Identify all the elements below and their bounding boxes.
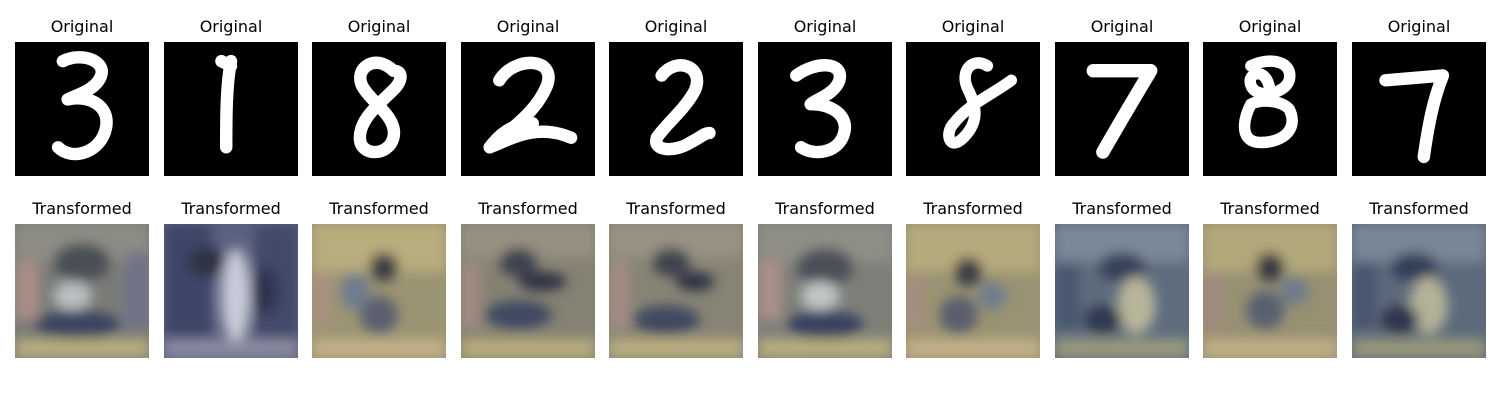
transformed-image bbox=[164, 224, 298, 358]
digit-8-image bbox=[312, 42, 446, 176]
panel-title: Original bbox=[1387, 17, 1451, 36]
panel-title: Original bbox=[496, 17, 560, 36]
panel-title: Original bbox=[1090, 17, 1154, 36]
panel-title: Original bbox=[50, 17, 114, 36]
digit-3-image bbox=[758, 42, 892, 176]
panel-title: Transformed bbox=[626, 199, 726, 218]
panel-title: Transformed bbox=[32, 199, 132, 218]
panel-transformed-8: Transformed bbox=[1055, 196, 1189, 358]
transformed-image bbox=[1352, 224, 1486, 358]
digit-2-image bbox=[461, 42, 595, 176]
panel-title: Original bbox=[1238, 17, 1302, 36]
panel-original-7: Original bbox=[906, 14, 1040, 176]
transformed-image bbox=[1203, 224, 1337, 358]
transformed-image bbox=[609, 224, 743, 358]
panel-transformed-3: Transformed bbox=[312, 196, 446, 358]
panel-transformed-9: Transformed bbox=[1203, 196, 1337, 358]
panel-title: Transformed bbox=[478, 199, 578, 218]
panel-title: Transformed bbox=[1072, 199, 1172, 218]
panel-title: Transformed bbox=[775, 199, 875, 218]
panel-title: Transformed bbox=[923, 199, 1023, 218]
transformed-row: Transformed Transformed bbox=[0, 196, 1500, 358]
panel-transformed-5: Transformed bbox=[609, 196, 743, 358]
panel-transformed-7: Transformed bbox=[906, 196, 1040, 358]
transformed-image bbox=[906, 224, 1040, 358]
panel-transformed-6: Transformed bbox=[758, 196, 892, 358]
panel-original-2: Original bbox=[164, 14, 298, 176]
panel-original-10: Original bbox=[1352, 14, 1486, 176]
transformed-image bbox=[1055, 224, 1189, 358]
panel-original-9: Original bbox=[1203, 14, 1337, 176]
panel-title: Original bbox=[644, 17, 708, 36]
panel-original-3: Original bbox=[312, 14, 446, 176]
transformed-image bbox=[15, 224, 149, 358]
panel-title: Transformed bbox=[1369, 199, 1469, 218]
panel-original-6: Original bbox=[758, 14, 892, 176]
transformed-image bbox=[758, 224, 892, 358]
digit-1-image bbox=[164, 42, 298, 176]
panel-transformed-10: Transformed bbox=[1352, 196, 1486, 358]
original-row: Original Original Original Original bbox=[0, 14, 1500, 176]
panel-title: Original bbox=[793, 17, 857, 36]
panel-original-1: Original bbox=[15, 14, 149, 176]
transformed-image bbox=[461, 224, 595, 358]
transformed-image bbox=[312, 224, 446, 358]
panel-original-5: Original bbox=[609, 14, 743, 176]
panel-transformed-1: Transformed bbox=[15, 196, 149, 358]
panel-title: Original bbox=[941, 17, 1005, 36]
digit-7-image bbox=[1352, 42, 1486, 176]
digit-8-image bbox=[1203, 42, 1337, 176]
panel-original-8: Original bbox=[1055, 14, 1189, 176]
digit-7-image bbox=[1055, 42, 1189, 176]
panel-title: Transformed bbox=[181, 199, 281, 218]
panel-title: Original bbox=[347, 17, 411, 36]
digit-2-image bbox=[609, 42, 743, 176]
panel-title: Transformed bbox=[1220, 199, 1320, 218]
panel-transformed-2: Transformed bbox=[164, 196, 298, 358]
digit-8-image bbox=[906, 42, 1040, 176]
panel-original-4: Original bbox=[461, 14, 595, 176]
panel-title: Original bbox=[199, 17, 263, 36]
panel-transformed-4: Transformed bbox=[461, 196, 595, 358]
digit-3-image bbox=[15, 42, 149, 176]
panel-title: Transformed bbox=[329, 199, 429, 218]
